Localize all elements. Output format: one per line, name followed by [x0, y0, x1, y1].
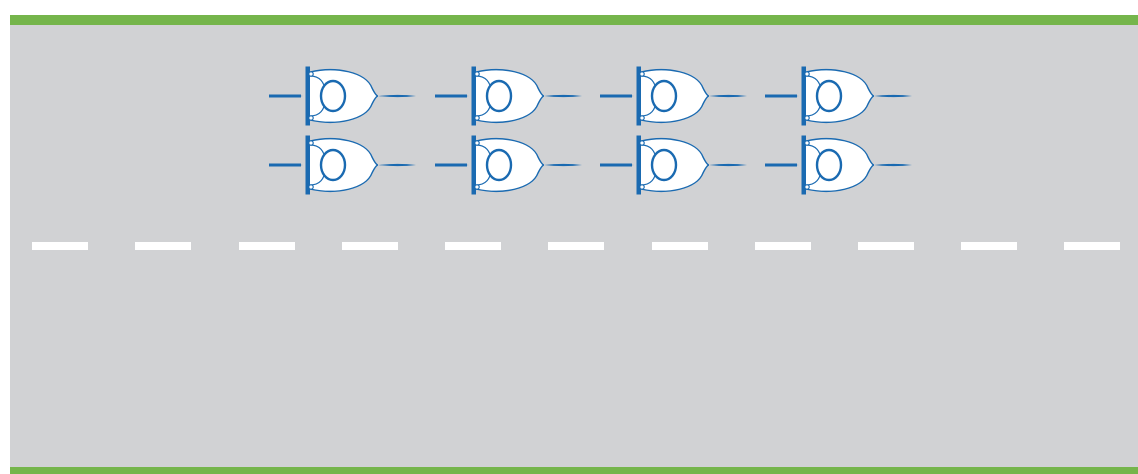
lane-dash [1064, 242, 1120, 250]
lane-dash [239, 242, 295, 250]
road-edge-top [10, 15, 1138, 25]
lane-dash [858, 242, 914, 250]
lane-dash [652, 242, 708, 250]
road-edge-bottom [10, 467, 1138, 474]
lane-dash [961, 242, 1017, 250]
lane-dash [135, 242, 191, 250]
lane-divider [32, 242, 1120, 250]
lane-dash [548, 242, 604, 250]
lane-dash [755, 242, 811, 250]
lane-dash [445, 242, 501, 250]
lane-dash [342, 242, 398, 250]
lane-dash [32, 242, 88, 250]
